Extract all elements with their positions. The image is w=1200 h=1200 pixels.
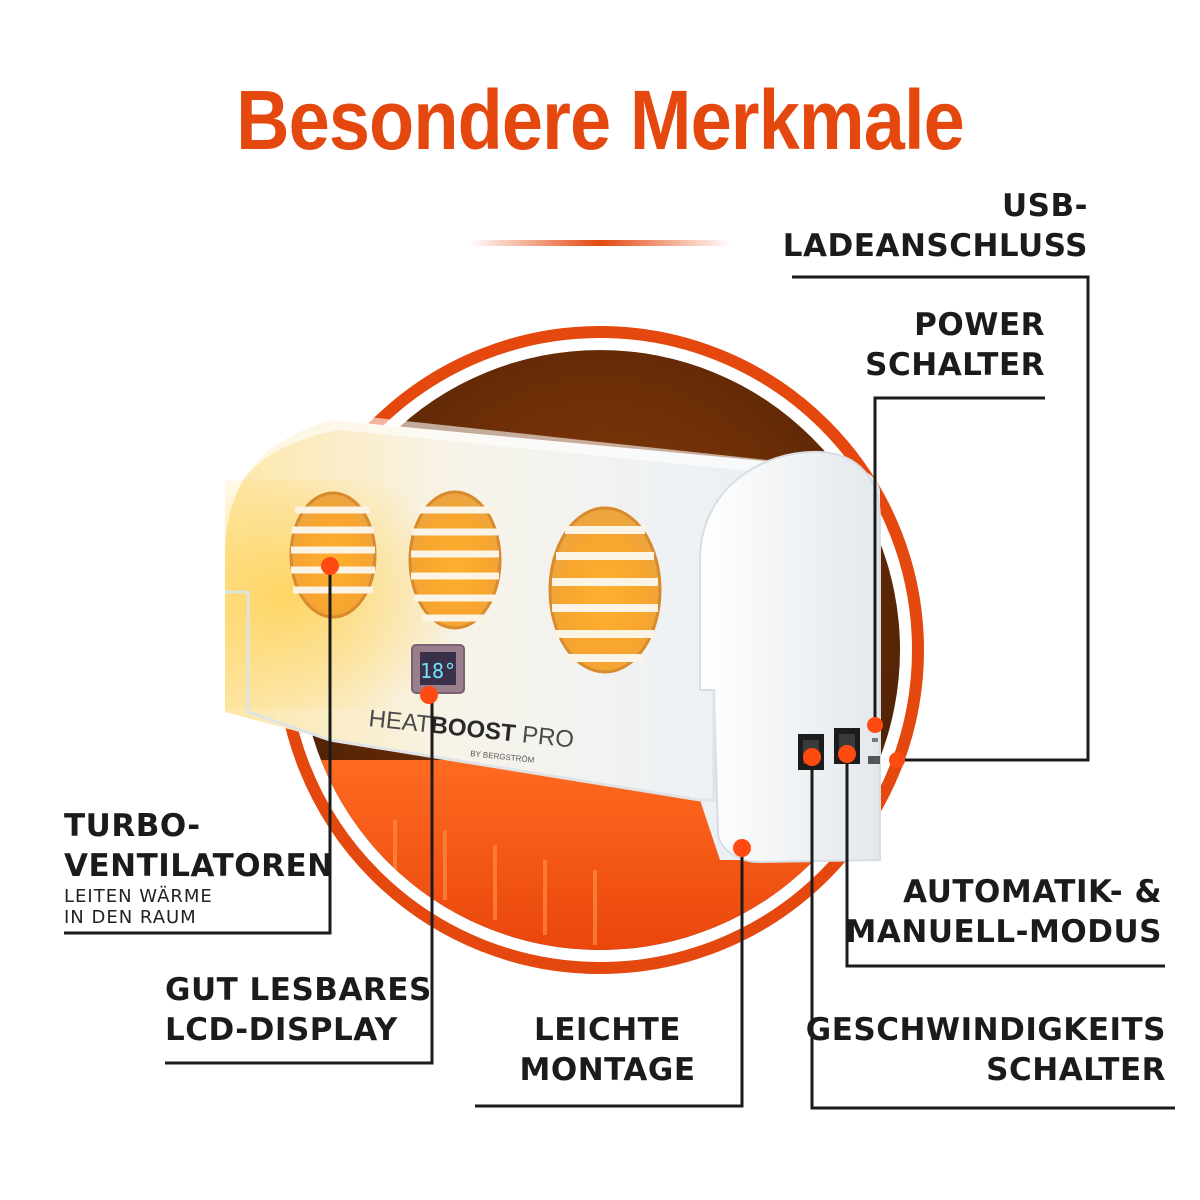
callout-automatik: AUTOMATIK- & MANUELL-MODUS (846, 872, 1162, 952)
callout-lines (64, 275, 1175, 1110)
power-indicator (872, 738, 878, 742)
callout-turbo: TURBO- VENTILATOREN LEITEN WÄRME IN DEN … (64, 806, 334, 928)
dot-usb (889, 752, 905, 768)
fan-2 (408, 490, 502, 630)
dot-montage (733, 839, 751, 857)
callout-montage-line2: MONTAGE (519, 1052, 696, 1088)
callout-usb-line1: USB- (1002, 188, 1088, 224)
callout-speed-line1: GESCHWINDIGKEITS (805, 1012, 1166, 1048)
callout-lcd: GUT LESBARES LCD-DISPLAY (165, 970, 432, 1050)
fan-3 (548, 506, 662, 674)
callout-lcd-line2: LCD-DISPLAY (165, 1012, 398, 1048)
callout-dots (321, 557, 905, 857)
callout-speed: GESCHWINDIGKEITS SCHALTER (806, 1010, 1166, 1090)
page-title: Besondere Merkmale (236, 73, 965, 167)
callout-automatik-line2: MANUELL-MODUS (845, 914, 1162, 950)
callout-usb: USB- LADEANSCHLUSS (783, 186, 1088, 266)
callout-usb-line2: LADEANSCHLUSS (782, 228, 1088, 264)
callout-turbo-sub2: IN DEN RAUM (64, 907, 197, 928)
callout-power-line2: SCHALTER (865, 347, 1045, 383)
title-underline (470, 240, 730, 246)
heater-endcap (699, 450, 881, 864)
dot-mode (838, 745, 856, 763)
dot-power (867, 717, 883, 733)
callout-automatik-line1: AUTOMATIK- & (903, 874, 1162, 910)
dot-fan (321, 557, 339, 575)
callout-turbo-line2: VENTILATOREN (64, 848, 334, 884)
callout-montage: LEICHTE MONTAGE (490, 1010, 725, 1090)
fan-1 (289, 491, 377, 619)
callout-power: POWER SCHALTER (865, 305, 1045, 385)
dot-lcd (420, 686, 438, 704)
lcd-display: 18° (411, 644, 465, 694)
callout-speed-line2: SCHALTER (986, 1052, 1166, 1088)
callout-montage-line1: LEICHTE (534, 1012, 681, 1048)
callout-turbo-line1: TURBO- (64, 808, 201, 844)
dot-speed (803, 748, 821, 766)
callout-lcd-line1: GUT LESBARES (165, 972, 432, 1008)
callout-power-line1: POWER (914, 307, 1045, 343)
usb-port (868, 756, 880, 764)
lcd-value: 18° (420, 659, 456, 683)
callout-turbo-sub1: LEITEN WÄRME (64, 886, 213, 907)
